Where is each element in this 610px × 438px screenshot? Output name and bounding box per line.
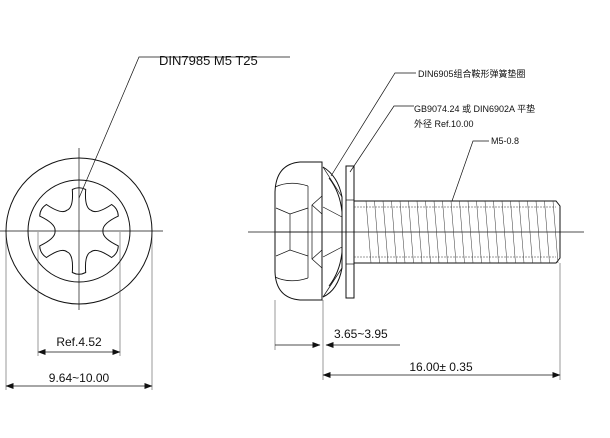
flat-washer-label-line2: 外径 Ref.10.00 [414, 118, 474, 129]
head-inner-circle [27, 179, 131, 283]
front-view: DIN7985 M5 T25 Ref.4.52 9.64~10.00 [0, 53, 290, 390]
thread-crest-line [365, 200, 372, 264]
thread-crest-line [467, 200, 474, 264]
thread-crest-line [399, 200, 406, 264]
front-callout-leader [78, 56, 290, 199]
spring-washer [322, 166, 343, 298]
thread-crest-line [518, 200, 525, 264]
spring-washer-label: DIN6905组合鞍形弹簧垫圈 [418, 68, 526, 79]
thread-crest-line [442, 200, 448, 264]
torx-recess [39, 187, 119, 275]
thread-crest-line [510, 200, 516, 264]
thread-crest-line [552, 200, 559, 264]
thread-crest-line [535, 200, 542, 264]
thread-crest-line [484, 200, 491, 264]
thread-crest-line [527, 200, 533, 264]
thread-crest-line [459, 200, 465, 264]
thread-crest-line [408, 200, 414, 264]
thread-leader [451, 140, 489, 202]
outer-dimension-label: 9.64~10.00 [49, 371, 110, 385]
head-outer-circle [5, 157, 153, 305]
thread-crest-line [450, 200, 457, 264]
thread-crest-line [374, 200, 380, 264]
thread-crest-line [425, 200, 431, 264]
thread-crest-line [501, 200, 508, 264]
spring-washer-leader [330, 72, 416, 177]
screw-head [274, 161, 323, 301]
head-height-label: 3.65~3.95 [334, 327, 388, 341]
length-label: 16.00± 0.35 [409, 360, 473, 374]
thread-crest-line [476, 200, 482, 264]
thread-crest-line [544, 200, 550, 264]
threaded-shank [354, 200, 561, 264]
thread-crest-line [416, 200, 423, 264]
thread-label: M5-0.8 [491, 136, 519, 146]
side-view: DIN6905组合鞍形弹簧垫圈 GB9074.24 或 DIN6902A 平垫 … [248, 68, 584, 380]
front-callout-label: DIN7985 M5 T25 [159, 53, 258, 68]
flat-washer-label-line1: GB9074.24 或 DIN6902A 平垫 [414, 103, 535, 114]
inner-dimension-label: Ref.4.52 [56, 335, 102, 349]
thread-crest-line [493, 200, 499, 264]
flat-washer-leader [349, 105, 414, 173]
thread-crest-line [433, 200, 440, 264]
flat-washer [345, 165, 355, 299]
thread-crest-line [391, 200, 397, 264]
thread-crest-line [382, 200, 389, 264]
